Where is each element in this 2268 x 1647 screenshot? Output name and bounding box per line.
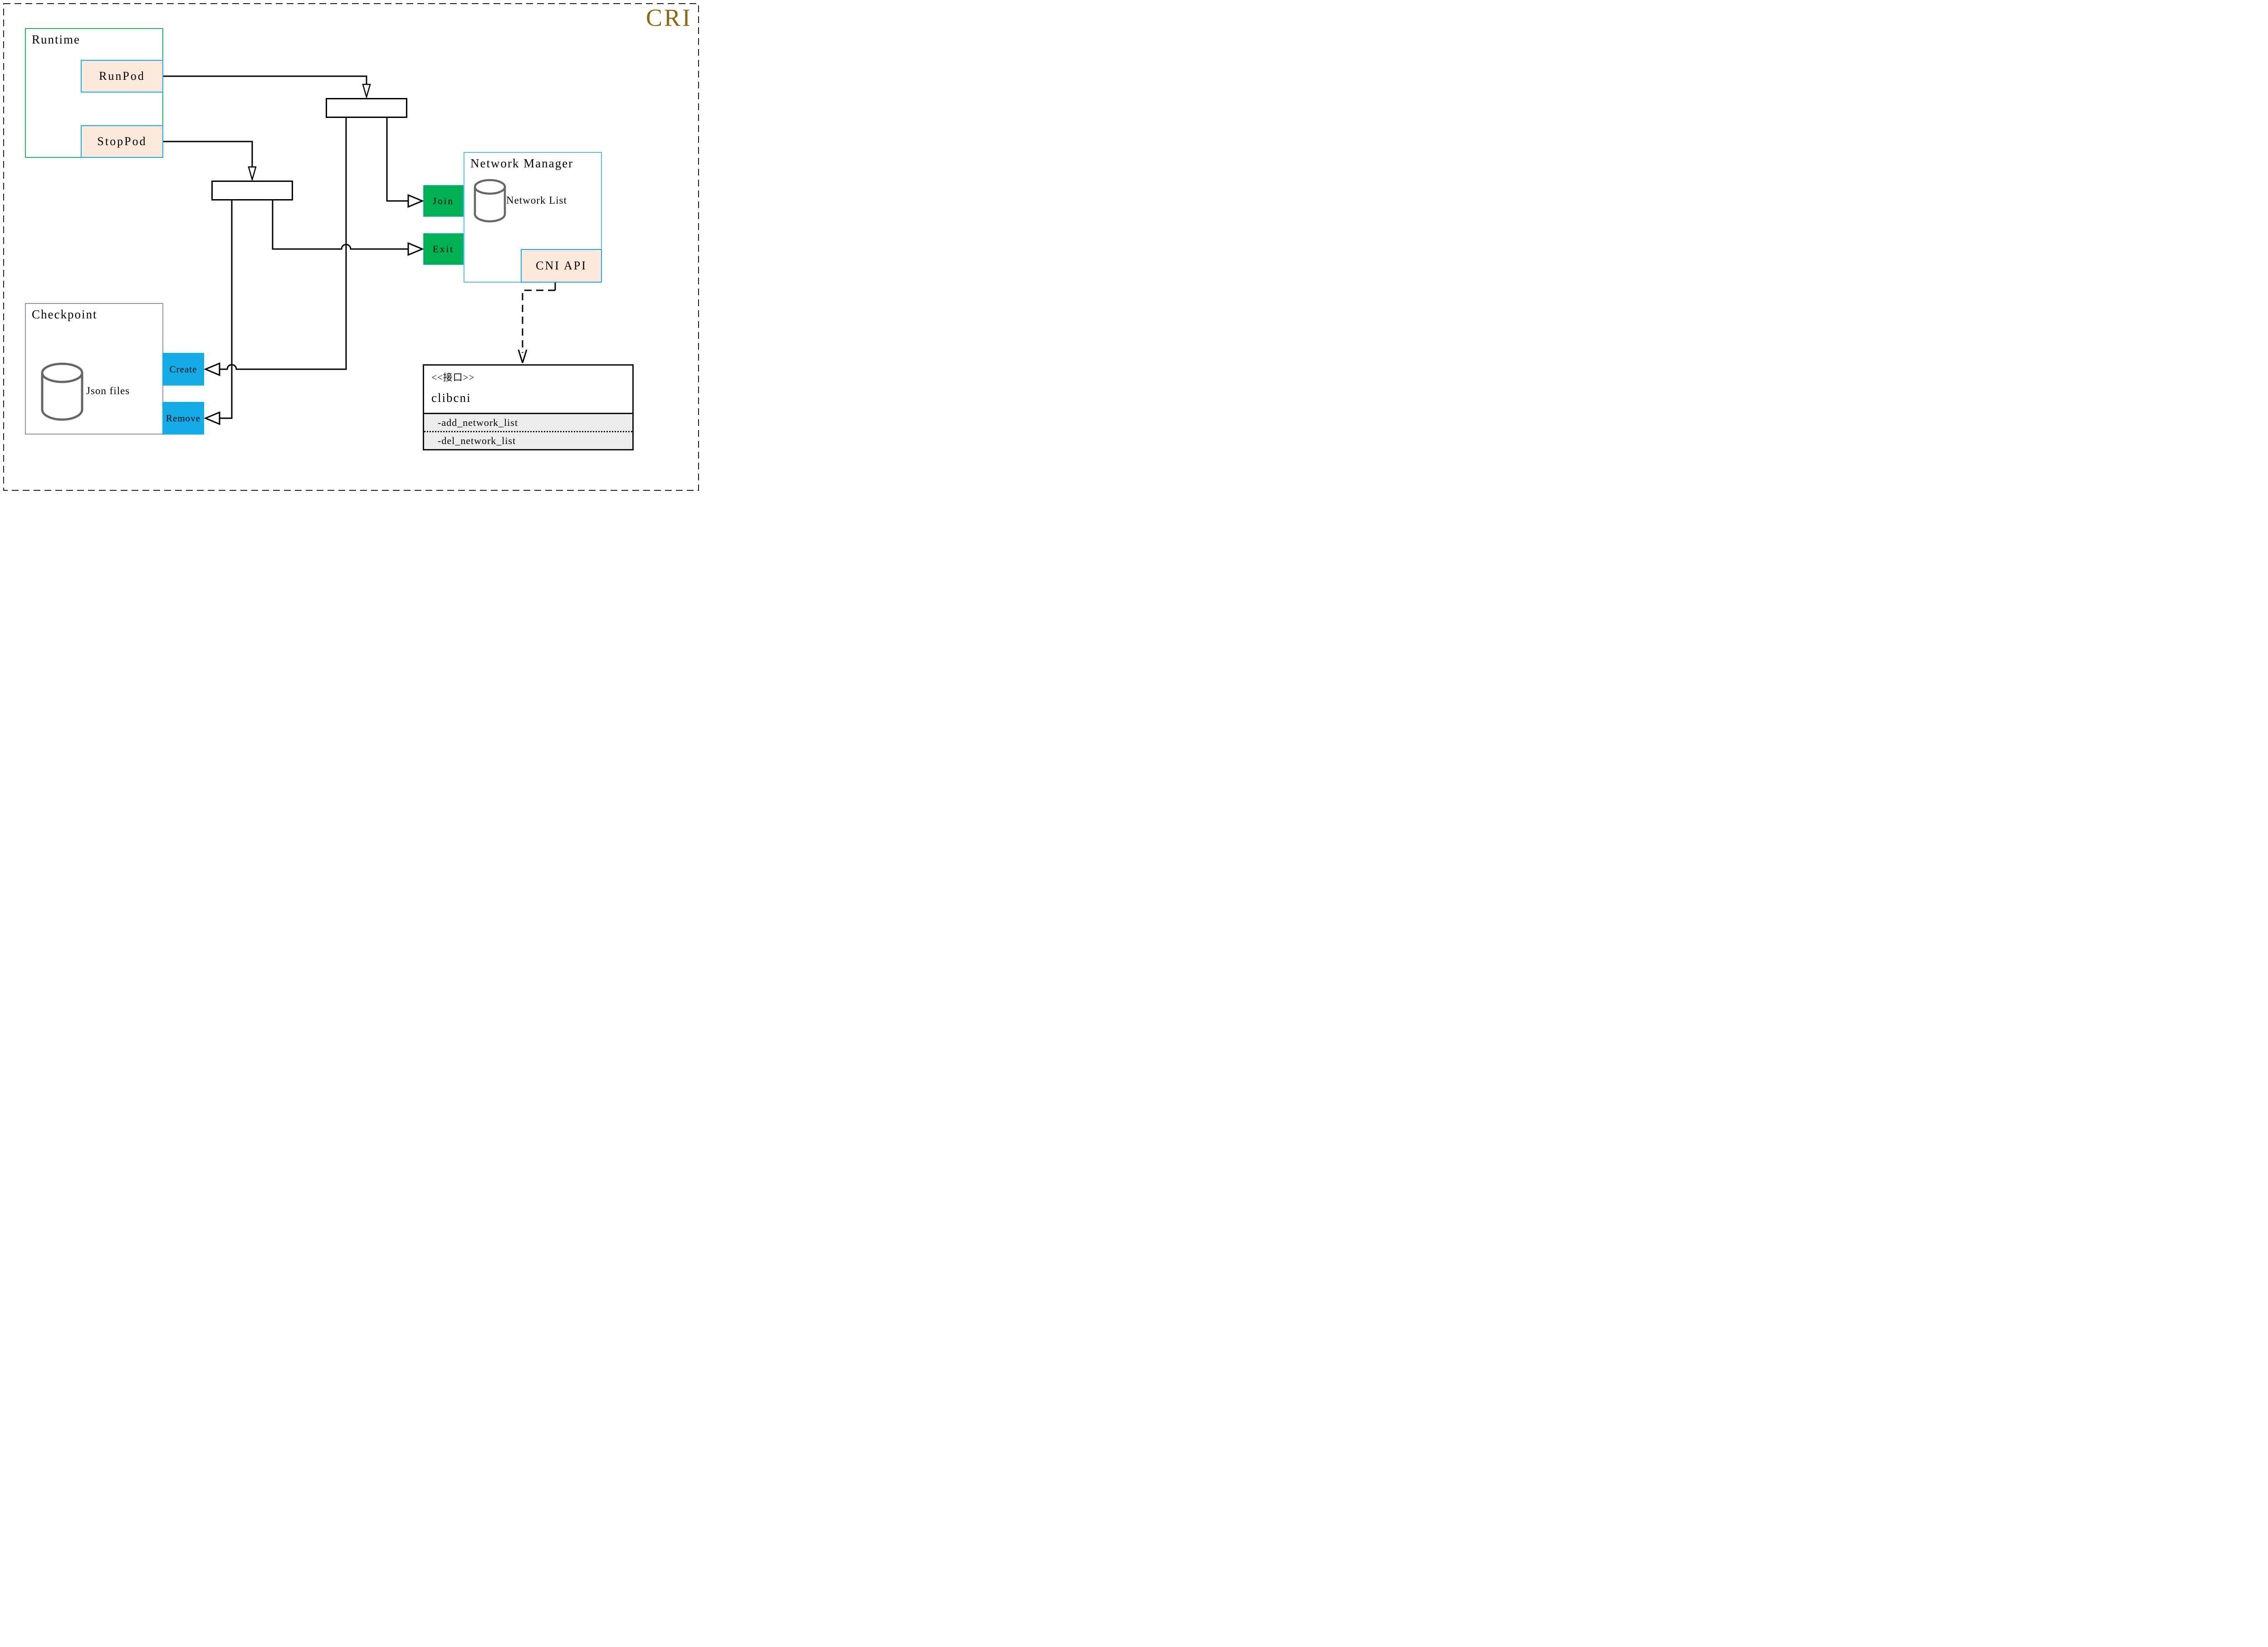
checkpoint-title: Checkpoint	[32, 308, 98, 321]
join-arrowhead-icon	[407, 194, 424, 208]
network-manager-title: Network Manager	[470, 156, 574, 170]
clibcni-open-arrowhead-icon	[518, 349, 528, 363]
network-list-label: Network List	[506, 195, 567, 206]
junction-bar-runpod	[326, 98, 407, 118]
junction-to-create-connector	[220, 118, 347, 370]
stoppod-to-junction-connector	[163, 141, 253, 167]
remove-arrowhead-icon	[204, 411, 220, 425]
diagram-title: CRI	[645, 4, 692, 31]
junction-to-join-connector	[386, 118, 408, 202]
stoppod-button[interactable]: StopPod	[81, 125, 163, 158]
runtime-title: Runtime	[32, 33, 80, 46]
join-button[interactable]: Join	[423, 185, 464, 217]
cni-api-to-clibcni-dashed-connector	[522, 289, 555, 353]
interface-name: clibcni	[431, 391, 471, 405]
create-arrowhead-icon	[204, 362, 220, 376]
junction-to-remove-connector	[220, 200, 233, 419]
junction-to-exit-connector	[272, 200, 408, 250]
clibcni-members: -add_network_list -del_network_list	[424, 413, 632, 449]
junction2-open-arrowhead-icon	[248, 166, 257, 182]
exit-arrowhead-icon	[407, 242, 424, 256]
member-del-network-list: -del_network_list	[438, 435, 516, 446]
runpod-to-junction-connector	[163, 75, 367, 84]
create-button[interactable]: Create	[162, 353, 204, 386]
cni-api-button[interactable]: CNI API	[521, 249, 602, 283]
member-add-network-list: -add_network_list	[424, 414, 632, 432]
checkpoint-box: Checkpoint	[25, 303, 163, 435]
interface-stereotype: <<接口>>	[431, 372, 475, 383]
junction1-open-arrowhead-icon	[362, 83, 371, 99]
remove-button[interactable]: Remove	[162, 402, 204, 435]
junction-bar-stoppod	[211, 181, 293, 200]
clibcni-header: <<接口>> clibcni	[424, 366, 632, 413]
clibcni-interface-box: <<接口>> clibcni -add_network_list -del_ne…	[423, 364, 634, 450]
runpod-button[interactable]: RunPod	[81, 60, 163, 93]
json-files-label: Json files	[86, 385, 130, 396]
cri-diagram: CRI Runtime RunPod StopPod Network Manag…	[0, 0, 702, 494]
exit-button[interactable]: Exit	[423, 233, 464, 265]
